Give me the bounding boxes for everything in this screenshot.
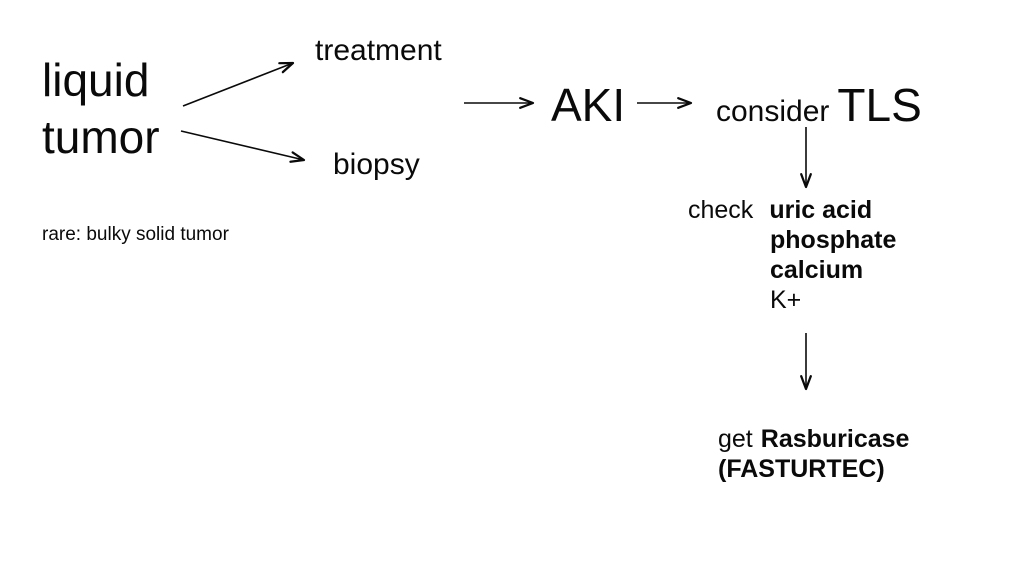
check-item-potassium: K+ xyxy=(770,286,802,314)
node-liquid-tumor: liquid tumor xyxy=(42,52,160,166)
tls-label: TLS xyxy=(837,79,922,131)
arrow-liquid-tumor-to-biopsy xyxy=(180,130,306,163)
node-biopsy: biopsy xyxy=(333,148,420,181)
node-treatment: treatment xyxy=(315,34,442,67)
drug-brand: (FASTURTEC) xyxy=(718,455,885,483)
drug-name: Rasburicase xyxy=(760,425,910,453)
note-rare-bulky-solid-tumor: rare: bulky solid tumor xyxy=(42,224,229,245)
node-liquid-tumor-line1: liquid xyxy=(42,54,150,106)
check-item-phosphate: phosphate xyxy=(770,226,897,254)
arrow-liquid-tumor-to-treatment xyxy=(182,61,295,107)
node-liquid-tumor-line2: tumor xyxy=(42,111,160,163)
check-block: check uric acid phosphate calcium K+ xyxy=(688,195,896,315)
get-label: get xyxy=(718,425,753,453)
check-item-calcium: calcium xyxy=(770,256,864,284)
consider-label: consider xyxy=(716,95,830,128)
node-aki: AKI xyxy=(551,79,626,131)
check-row-uric-acid: check uric acid xyxy=(688,195,896,225)
check-item-uric-acid: uric acid xyxy=(769,196,873,224)
check-label: check xyxy=(688,196,754,224)
